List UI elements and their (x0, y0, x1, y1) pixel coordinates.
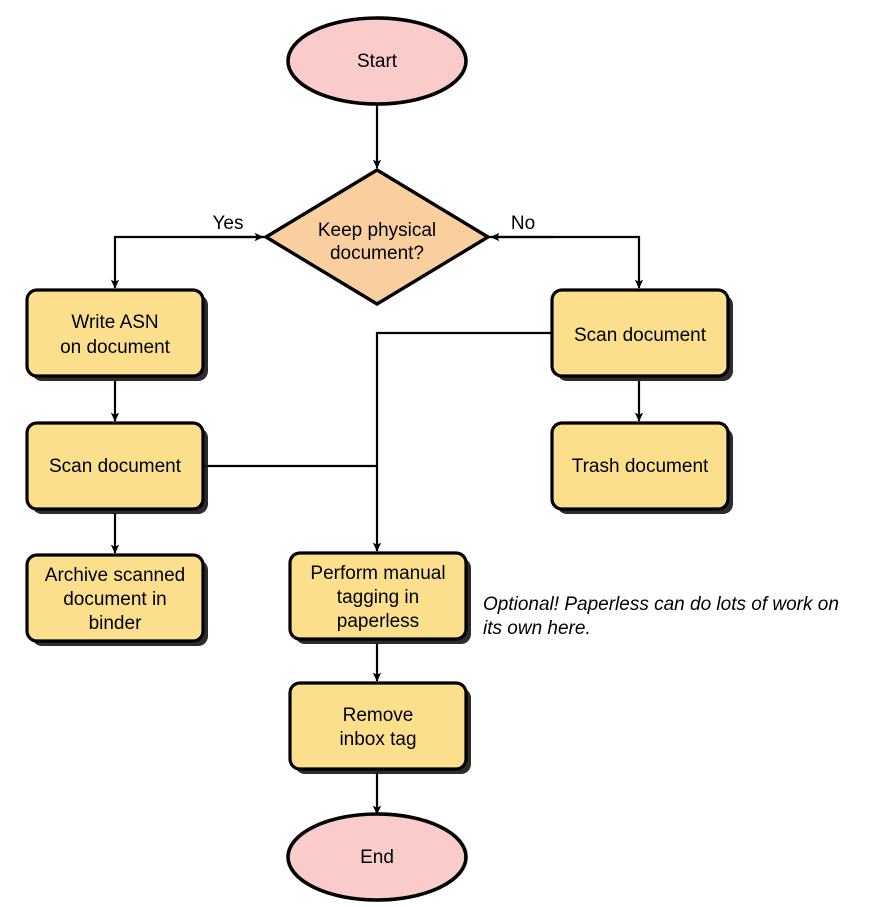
edge-label-no: No (511, 213, 535, 234)
node-end[interactable]: End (286, 812, 468, 902)
scan-right-label: Scan document (574, 325, 707, 346)
write-asn-label-line-1: Write ASN (71, 312, 158, 333)
edge-label-yes: Yes (213, 213, 244, 234)
node-archive-binder[interactable]: Archive scanned document in binder (25, 553, 208, 646)
manual-tagging-label-line-1: Perform manual (310, 563, 445, 584)
node-scan-left[interactable]: Scan document (25, 421, 208, 514)
decision-diamond-shape (262, 168, 492, 306)
archive-binder-label-line-2: document in (63, 589, 167, 610)
archive-binder-box-shape (25, 553, 205, 643)
scan-left-label: Scan document (49, 456, 182, 477)
node-scan-right[interactable]: Scan document (550, 288, 733, 381)
archive-binder-label-line-3: binder (89, 613, 142, 634)
start-label: Start (357, 51, 398, 72)
annotation-optional-note: Optional! Paperless can do lots of work … (483, 594, 839, 639)
remove-inbox-tag-label-line-2: inbox tag (339, 729, 416, 750)
remove-inbox-tag-label-line-1: Remove (343, 705, 414, 726)
connectors-layer (110, 104, 644, 815)
manual-tagging-label-line-2: tagging in (337, 587, 419, 608)
end-label: End (360, 847, 394, 868)
node-keep-physical-decision[interactable]: Keep physical document? (262, 168, 492, 306)
decision-label-line-1: Keep physical (318, 220, 436, 241)
start-ellipse-shape (286, 16, 468, 106)
trash-box-shape (550, 421, 730, 511)
edge-scan-right-to-tagging (372, 331, 552, 552)
optional-note-line-2: its own here. (483, 618, 591, 639)
edge-decision-to-write-asn (110, 235, 265, 289)
optional-note-line-1: Optional! Paperless can do lots of work … (483, 594, 839, 615)
node-write-asn[interactable]: Write ASN on document (25, 288, 208, 381)
decision-label-line-2: document? (330, 243, 424, 264)
node-start[interactable]: Start (286, 16, 468, 106)
edge-decision-to-scan-right (489, 235, 644, 289)
scan-left-box-shape (25, 421, 205, 511)
write-asn-box-shape (25, 288, 205, 378)
write-asn-label-line-2: on document (60, 337, 171, 358)
end-ellipse-shape (286, 812, 468, 902)
manual-tagging-label-line-3: paperless (337, 611, 419, 632)
scan-right-box-shape (550, 288, 730, 378)
trash-label: Trash document (572, 456, 709, 477)
node-trash[interactable]: Trash document (550, 421, 733, 514)
remove-inbox-tag-box-shape (288, 681, 468, 771)
manual-tagging-box-shape (288, 551, 468, 641)
node-manual-tagging[interactable]: Perform manual tagging in paperless (288, 551, 471, 644)
node-remove-inbox-tag[interactable]: Remove inbox tag (288, 681, 471, 774)
archive-binder-label-line-1: Archive scanned (45, 565, 185, 586)
